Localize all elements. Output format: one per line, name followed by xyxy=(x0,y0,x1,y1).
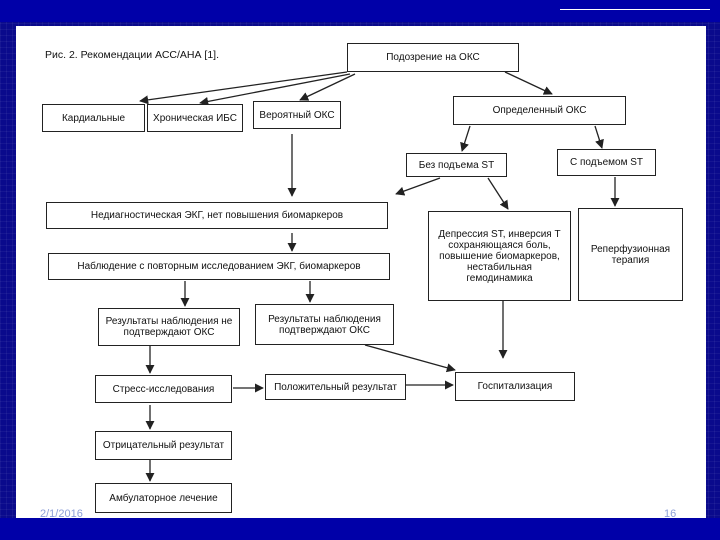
arrow-definite-nost xyxy=(460,125,471,152)
top-bar xyxy=(0,0,720,22)
node-positive: Положительный результат xyxy=(265,374,406,400)
node-reperfusion: Реперфузионная терапия xyxy=(578,208,683,301)
arrow-suspicion-probable xyxy=(299,73,356,101)
node-observation: Наблюдение с повторным исследованием ЭКГ… xyxy=(48,253,390,280)
node-outpatient: Амбулаторное лечение xyxy=(95,483,232,513)
node-confirm: Результаты наблюдения подтверждают ОКС xyxy=(255,304,394,345)
bottom-bar xyxy=(0,518,720,540)
arrow-definite-st xyxy=(594,125,604,149)
node-hospitalization: Госпитализация xyxy=(455,372,575,401)
arrow-suspicion-definite xyxy=(504,71,553,95)
node-probable: Вероятный ОКС xyxy=(253,101,341,129)
node-no-st: Без подъема ST xyxy=(406,153,507,177)
node-st-depression: Депрессия ST, инверсия T сохраняющаяся б… xyxy=(428,211,571,301)
arrow-suspicion-chronic xyxy=(199,73,351,106)
node-nondiagnostic-ecg: Недиагностическая ЭКГ, нет повышения био… xyxy=(46,202,388,229)
arrow-nost-depression xyxy=(487,177,509,210)
node-st-elevation: С подъемом ST xyxy=(557,149,656,176)
node-negative: Отрицательный результат xyxy=(95,431,232,460)
arrow-suspicion-cardio xyxy=(139,71,348,105)
node-definite: Определенный ОКС xyxy=(453,96,626,125)
top-decor-line xyxy=(560,9,710,10)
arrow-nost-left xyxy=(395,177,441,196)
node-cardio: Кардиальные xyxy=(42,104,145,132)
node-not-confirm: Результаты наблюдения не подтверждают ОК… xyxy=(98,308,240,346)
diagram-caption: Рис. 2. Рекомендации АСС/АНА [1]. xyxy=(45,49,219,61)
node-stress-test: Стресс-исследования xyxy=(95,375,232,403)
slide-number: 16 xyxy=(664,508,677,520)
arrow-confirm-hospital xyxy=(364,344,456,373)
node-suspicion: Подозрение на ОКС xyxy=(347,43,519,72)
node-chronic: Хроническая ИБС xyxy=(147,104,243,132)
footer-date: 2/1/2016 xyxy=(40,508,83,520)
